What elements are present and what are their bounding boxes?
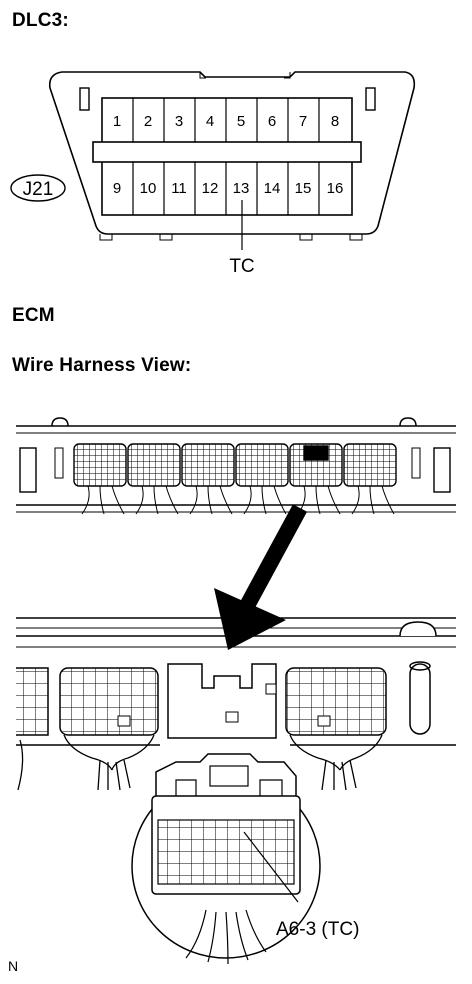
pin-label-13: 13 xyxy=(233,180,250,197)
figure-code: N xyxy=(8,958,19,974)
dlc3-connector xyxy=(48,71,416,250)
tc-callout: TC xyxy=(229,256,254,277)
wire-harness-view-heading: Wire Harness View: xyxy=(12,355,192,376)
ecm-housing-lower xyxy=(16,617,456,746)
pin-label-12: 12 xyxy=(202,180,219,197)
connector-code-oval xyxy=(10,174,66,202)
ecm-heading: ECM xyxy=(12,305,55,326)
pin-label-6: 6 xyxy=(268,113,276,130)
pin-label-2: 2 xyxy=(144,113,152,130)
pin-label-7: 7 xyxy=(299,113,307,130)
a6-connector xyxy=(131,753,321,959)
pin-label-10: 10 xyxy=(140,180,157,197)
pin-label-16: 16 xyxy=(327,180,344,197)
a6-wire-bundle xyxy=(185,909,267,965)
dlc3-heading: DLC3: xyxy=(12,10,69,31)
pin-label-9: 9 xyxy=(113,180,121,197)
pin-label-8: 8 xyxy=(331,113,339,130)
pin-label-1: 1 xyxy=(113,113,121,130)
zoom-arrow xyxy=(214,504,308,650)
a6-3-callout: A6-3 (TC) xyxy=(276,919,359,940)
pin-label-11: 11 xyxy=(171,180,187,197)
pin-label-5: 5 xyxy=(237,113,245,130)
a6-3-leader-line xyxy=(243,831,299,903)
ecm-housing-upper xyxy=(16,417,456,513)
pin-label-15: 15 xyxy=(295,180,312,197)
pin-label-4: 4 xyxy=(206,113,214,130)
dlc3-pin-labels: 1 2 3 4 5 6 7 8 9 10 11 12 13 14 15 16 xyxy=(113,113,344,197)
ecm-connectors-upper xyxy=(73,443,397,515)
ecm-connectors-lower xyxy=(16,663,387,739)
pin-label-14: 14 xyxy=(264,180,281,197)
pin-label-3: 3 xyxy=(175,113,183,130)
harness-wires-lower xyxy=(17,734,383,791)
connector-code-label: J21 xyxy=(23,179,54,200)
